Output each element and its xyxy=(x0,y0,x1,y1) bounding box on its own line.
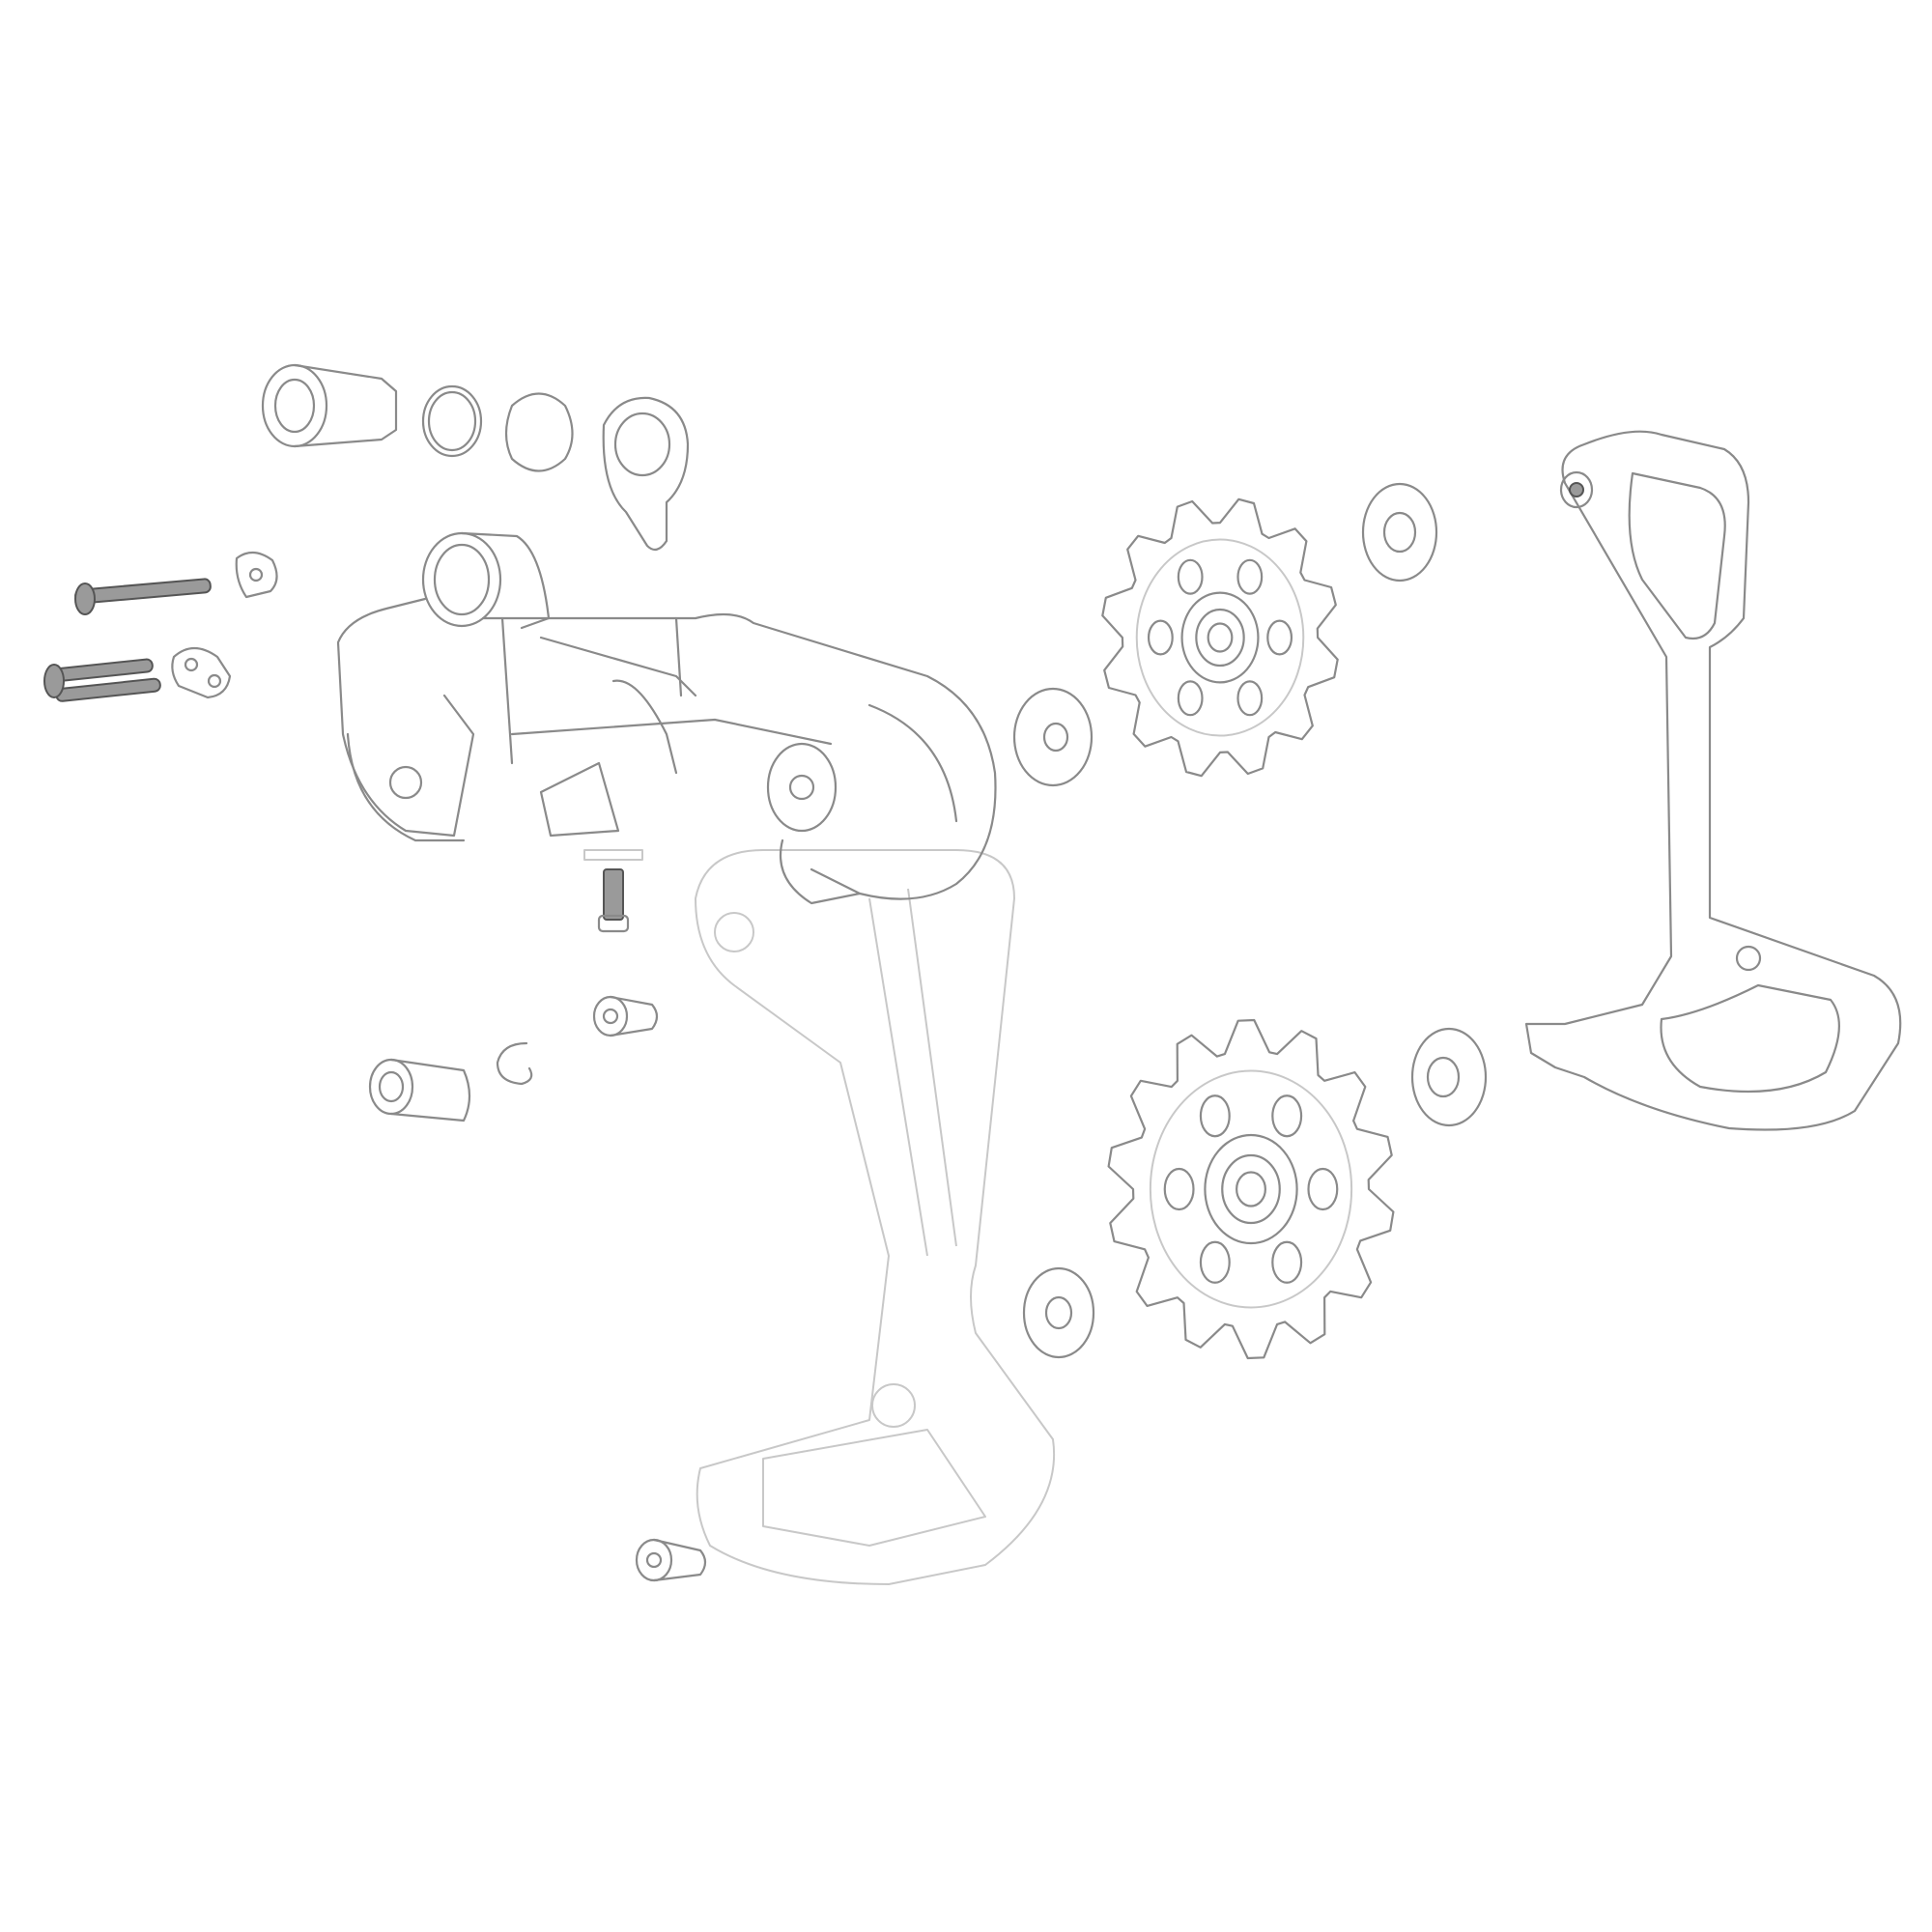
limit-screw xyxy=(583,849,643,933)
pulley-teeth xyxy=(1101,497,1339,778)
pulley-bearing xyxy=(1180,591,1260,684)
double-plate-hole xyxy=(184,657,199,672)
pulley-window xyxy=(1199,1240,1231,1284)
pulley-washer xyxy=(1361,482,1438,582)
o-ring xyxy=(421,384,483,458)
pulley-window xyxy=(1266,619,1293,656)
pulley-bearing-inner xyxy=(1195,608,1245,668)
pulley-axle-hole xyxy=(1207,622,1234,653)
pulley-washer xyxy=(1012,687,1094,787)
wave-washer xyxy=(504,392,574,472)
pulley-bearing-inner xyxy=(1221,1153,1281,1225)
pulley-rim xyxy=(1135,538,1305,737)
cage-bolt-pair xyxy=(43,658,161,702)
pulley-rim xyxy=(1149,1069,1353,1309)
pulley-window xyxy=(1236,680,1264,717)
double-plate xyxy=(171,646,232,699)
pulley-window xyxy=(1199,1094,1231,1138)
pulley-bearing xyxy=(1204,1133,1298,1245)
o-ring-inner xyxy=(427,390,477,452)
pulley-window xyxy=(1271,1240,1303,1284)
pivot-axle xyxy=(368,1058,471,1122)
pulley-window xyxy=(1307,1167,1339,1211)
pivot-bushing xyxy=(592,995,659,1037)
bolt-plate xyxy=(235,551,278,599)
pulley-teeth xyxy=(1107,1018,1395,1360)
e-clip xyxy=(496,1041,533,1086)
outer-cage-plate xyxy=(1524,430,1902,1131)
lower-pulley-wheel xyxy=(1107,1018,1395,1360)
pulley-washer xyxy=(1410,1027,1488,1127)
pulley-axle-hole xyxy=(1236,1171,1266,1208)
pulley-window xyxy=(1163,1167,1195,1211)
cage-bolt xyxy=(74,578,212,615)
double-plate-hole xyxy=(207,673,222,689)
bolt-plate-hole xyxy=(248,567,264,582)
pulley-window xyxy=(1177,680,1204,717)
derailleur-body xyxy=(336,531,997,905)
pulley-window xyxy=(1271,1094,1303,1138)
pulley-washer xyxy=(1022,1266,1095,1359)
hanger-plate xyxy=(602,396,690,552)
upper-pulley-wheel xyxy=(1101,497,1339,778)
inner-cage-plate xyxy=(695,849,1056,1585)
pulley-window xyxy=(1236,558,1264,595)
pulley-window xyxy=(1177,558,1204,595)
cage-pivot-bolt xyxy=(635,1538,707,1582)
mounting-bushing xyxy=(261,363,398,448)
pulley-window xyxy=(1147,619,1174,656)
